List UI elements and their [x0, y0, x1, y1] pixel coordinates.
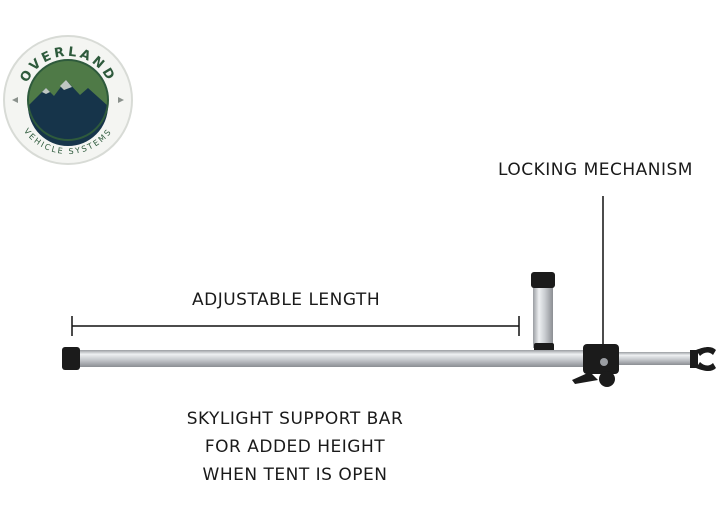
logo-mountain: [28, 80, 108, 146]
caption-line-3: WHEN TENT IS OPEN: [202, 465, 388, 485]
fork-prong-bottom: [696, 362, 716, 371]
fork-prong-top: [696, 347, 716, 356]
main-tube: [62, 347, 693, 370]
post-tube: [533, 286, 553, 348]
logo-inner-outline: [27, 59, 109, 141]
main-tube-body: [75, 350, 585, 367]
fork-base: [690, 350, 698, 368]
post-top-cap: [531, 272, 555, 288]
clamp-knob: [599, 371, 615, 387]
logo-arrow-left: [12, 97, 18, 103]
logo-arrow-right: [118, 97, 124, 103]
adjustable-length-dimension: [71, 316, 520, 336]
locking-mechanism-label: LOCKING MECHANISM: [498, 160, 693, 180]
clamp-bolt: [600, 358, 608, 366]
logo-snowcap-center: [60, 80, 72, 90]
overland-logo: OVERLAND VEHICLE SYSTEMS: [3, 35, 133, 165]
inner-tube: [615, 352, 693, 365]
product-caption: SKYLIGHT SUPPORT BAR FOR ADDED HEIGHT WH…: [150, 405, 440, 489]
fork-end: [690, 347, 716, 371]
clamp-body: [583, 344, 619, 374]
logo-snowcap-left: [42, 88, 50, 94]
caption-line-1: SKYLIGHT SUPPORT BAR: [186, 409, 404, 429]
clamp-lever: [572, 372, 598, 384]
adjustable-length-label: ADJUSTABLE LENGTH: [192, 290, 381, 310]
caption-line-2: FOR ADDED HEIGHT: [204, 437, 386, 457]
left-end-cap: [62, 347, 80, 370]
locking-clamp: [572, 344, 619, 387]
